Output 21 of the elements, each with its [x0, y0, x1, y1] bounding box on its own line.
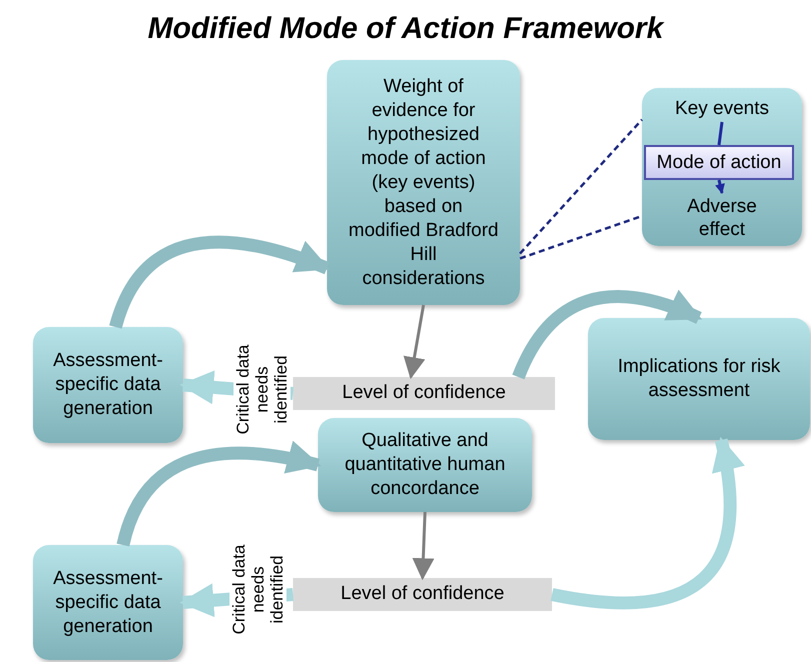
arrow — [550, 436, 744, 610]
dashed-line — [519, 118, 643, 254]
arrow — [412, 512, 434, 580]
dashed-line — [520, 214, 642, 260]
process-box: Weight of evidence for hypothesized mode of action (key events) based on modified Bradford Hill considerations — [327, 60, 520, 305]
process-box: Assessment-specific data generation — [33, 545, 183, 660]
arrow — [109, 236, 330, 330]
process-box: Assessment-specific data generation — [33, 327, 183, 443]
process-box: Implications for risk assessment — [588, 318, 810, 440]
arrow — [715, 180, 725, 194]
process-box: Qualitative and quantitative human concordance — [318, 418, 532, 512]
confidence-bar: Level of confidence — [293, 377, 555, 410]
title: Modified Mode of Action Framework — [146, 11, 666, 47]
arrow — [116, 441, 322, 547]
process-box: Mode of action — [644, 145, 794, 180]
node-text: Key events — [652, 94, 792, 122]
node-text: Adverse effect — [662, 193, 782, 243]
confidence-bar: Level of confidence — [293, 578, 552, 611]
process-box — [642, 88, 802, 246]
arrow — [512, 290, 702, 380]
arrow — [403, 304, 426, 380]
